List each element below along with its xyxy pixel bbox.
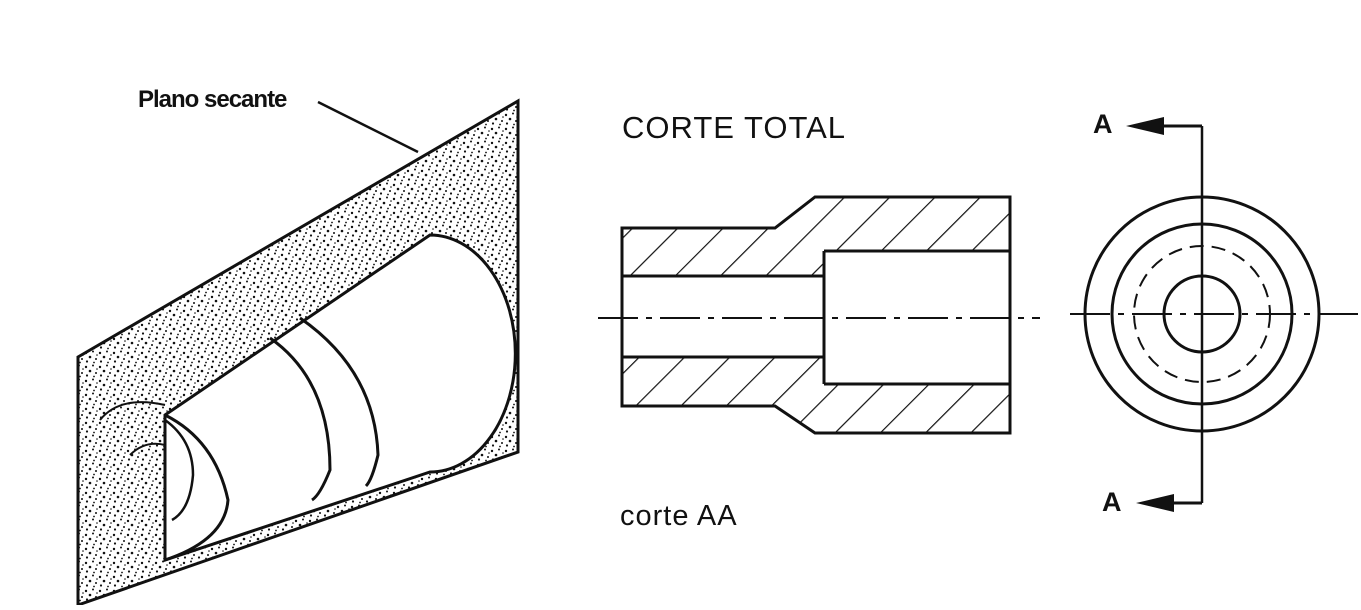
cut-mark-bottom-label: A [1102,487,1122,517]
section-view [598,195,1040,435]
hatched-section-area [622,197,1010,433]
cutting-plane-leader [317,100,419,154]
section-title: CORTE TOTAL [622,110,847,145]
end-view [1070,124,1361,505]
cut-arrow-bottom-head [1136,494,1174,512]
cut-arrow-top-head [1126,117,1164,135]
section-name-label: corte AA [620,500,738,532]
cutting-plane-label: Plano secante [138,86,287,113]
section-outline [620,195,1012,435]
cut-mark-top-label: A [1093,109,1113,139]
cut-piece-body [99,233,517,563]
isometric-cut-view [76,98,520,608]
